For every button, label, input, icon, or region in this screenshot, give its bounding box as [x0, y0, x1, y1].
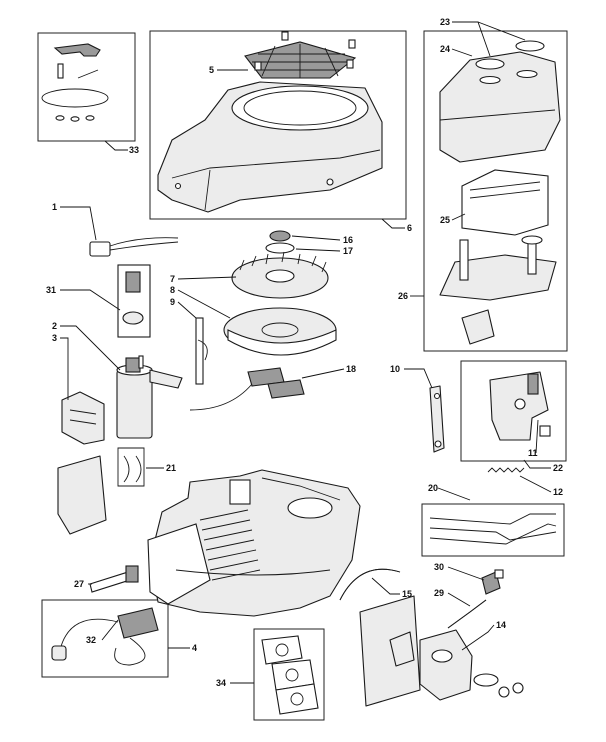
callout-16: 16: [343, 235, 353, 245]
gasket-set-part: [261, 635, 319, 715]
callout-21: 21: [166, 463, 176, 473]
callout-6: 6: [407, 223, 412, 233]
screen-part: [244, 31, 357, 79]
callout-20: 20: [428, 483, 438, 493]
charging-coil-part: [189, 367, 305, 411]
fuel-valve-part: [481, 569, 504, 595]
callout-7: 7: [170, 274, 175, 284]
box-coil-4: [41, 599, 169, 678]
fuel-hose-part: [447, 599, 487, 629]
cooling-fan-part: [231, 251, 329, 299]
callout-33: 33: [129, 145, 139, 155]
linkage-rods-part: [429, 513, 557, 545]
box-gaskets-34: [253, 628, 325, 721]
heat-shield-part: [57, 447, 145, 535]
callout-5: 5: [209, 65, 214, 75]
callout-32: 32: [86, 635, 96, 645]
box-kit-33: [37, 32, 136, 142]
flywheel-nut-part: [265, 230, 295, 254]
callout-10: 10: [390, 364, 400, 374]
callout-26: 26: [398, 291, 408, 301]
callout-34: 34: [216, 678, 226, 688]
callout-30: 30: [434, 562, 444, 572]
leader-lines: [60, 21, 552, 684]
box-rods-20: [421, 503, 565, 557]
blower-shroud-part: [157, 81, 383, 213]
callout-18: 18: [346, 364, 356, 374]
callout-11: 11: [528, 448, 538, 458]
flywheel-part: [223, 307, 337, 356]
callout-23: 23: [440, 17, 450, 27]
breather-hose-part: [339, 568, 401, 601]
callout-2: 2: [52, 321, 57, 331]
starter-motor-part: [116, 355, 183, 439]
callout-24: 24: [440, 44, 450, 54]
callout-22: 22: [553, 463, 563, 473]
spark-plug-part: [89, 565, 139, 593]
gasket-kit-part: [41, 43, 109, 122]
callout-12: 12: [553, 487, 563, 497]
air-filter-cover-part: [439, 40, 561, 163]
starter-gear-part: [117, 264, 151, 338]
callout-17: 17: [343, 246, 353, 256]
box-shroud-6: [149, 30, 407, 220]
callout-3: 3: [52, 333, 57, 343]
callout-4: 4: [192, 643, 197, 653]
callout-15: 15: [402, 589, 412, 599]
callout-29: 29: [434, 588, 444, 598]
air-filter-element-part: [461, 169, 549, 236]
flywheel-key-part: [195, 317, 208, 385]
callout-27: 27: [74, 579, 84, 589]
air-filter-base-part: [439, 235, 557, 345]
callout-31: 31: [46, 285, 56, 295]
governor-spring-part: [487, 467, 525, 473]
callout-8: 8: [170, 285, 175, 295]
carburetor-part: [359, 595, 524, 707]
callout-numbers: 33 5 6 23 24 25 26 1 16 17 7 8 9 31 2 3 …: [46, 17, 563, 688]
callout-25: 25: [440, 215, 450, 225]
engine-block-part: [147, 469, 361, 617]
ignition-coil-part: [51, 607, 159, 666]
box-air-filter-26: [423, 30, 568, 352]
callout-14: 14: [496, 620, 506, 630]
wire-connector-part: [89, 237, 179, 257]
starter-bracket-part: [61, 391, 105, 445]
box-bracket-22: [460, 360, 567, 462]
callout-9: 9: [170, 297, 175, 307]
control-bracket-part: [489, 371, 551, 441]
callout-1: 1: [52, 202, 57, 212]
throttle-arm-part: [429, 385, 445, 453]
